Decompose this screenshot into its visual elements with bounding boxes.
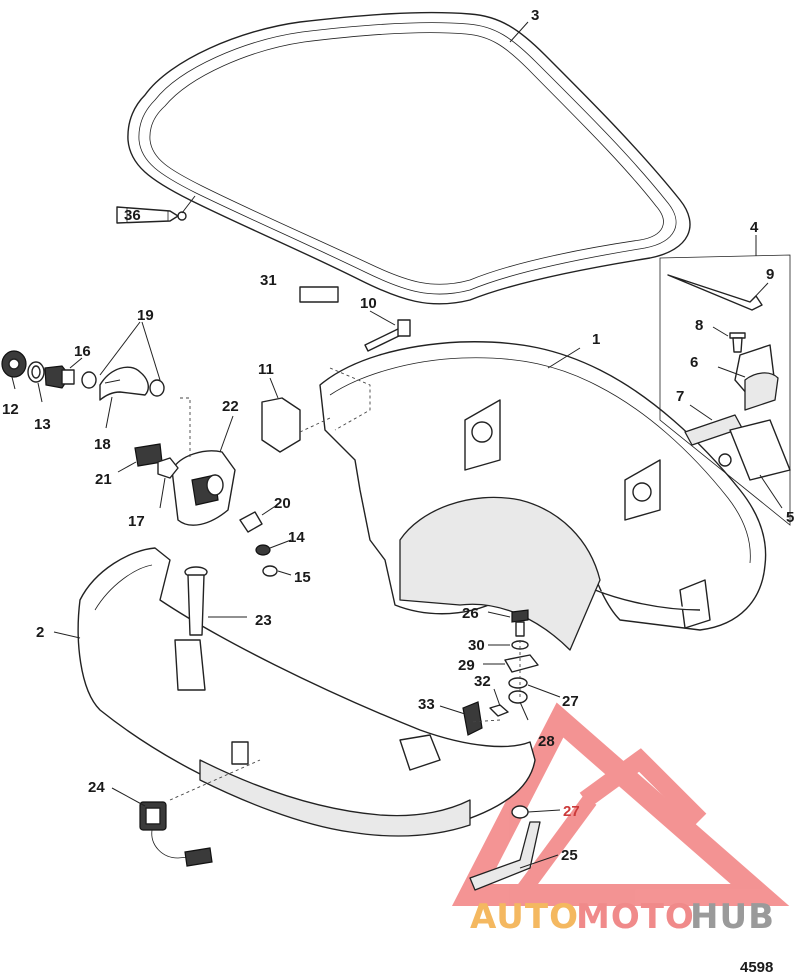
top-cowl-seal: [127, 11, 691, 305]
sealant-tube: 36: [116, 206, 187, 224]
callout-28: 28: [538, 733, 555, 750]
alignment-pin: [184, 566, 208, 636]
callout-26: 26: [462, 605, 479, 622]
latch-hardware: [462, 609, 541, 891]
callout-3: 3: [531, 7, 539, 24]
watermark-text: AUTO MOTO HUB: [470, 897, 775, 937]
callout-22: 22: [222, 398, 239, 415]
decal: [299, 286, 339, 303]
watermark-hub: HUB: [690, 897, 775, 937]
figure-number: 4598: [740, 959, 773, 976]
callout-9: 9: [766, 266, 774, 283]
callout-19: 19: [137, 307, 154, 324]
callout-32: 32: [474, 673, 491, 690]
callout-18: 18: [94, 436, 111, 453]
callout-12: 12: [2, 401, 19, 418]
callout-16: 16: [74, 343, 91, 360]
small-fasteners: [239, 511, 278, 577]
callout-11: 11: [258, 361, 274, 378]
watermark-moto: MOTO: [576, 897, 695, 937]
callout-30: 30: [468, 637, 485, 654]
mount-bracket: [261, 397, 301, 453]
switch-harness: [139, 801, 213, 867]
leader-lines: [11, 21, 783, 869]
callout-1: 1: [592, 331, 600, 348]
callout-7: 7: [676, 388, 684, 405]
inset-box: [659, 254, 791, 526]
callout-10: 10: [360, 295, 377, 312]
bottom-cowl: [77, 547, 536, 837]
callout-24: 24: [88, 779, 105, 796]
callout-17: 17: [128, 513, 145, 530]
callout-2: 2: [36, 624, 44, 641]
callout-13: 13: [34, 416, 51, 433]
callout-29: 29: [458, 657, 475, 674]
callout-14: 14: [288, 529, 305, 546]
guide-lines: [169, 367, 521, 801]
bolt-head: [397, 319, 411, 337]
callout-25: 25: [561, 847, 578, 864]
callout-4: 4: [750, 219, 759, 236]
callout-6: 6: [690, 354, 698, 371]
watermark-auto: AUTO: [470, 897, 579, 937]
callout-21: 21: [95, 471, 112, 488]
callout-33: 33: [418, 696, 435, 713]
latch-assembly: [134, 443, 236, 526]
top-cowl: [319, 341, 767, 651]
fuel-connector-parts: [1, 350, 165, 401]
callout-27b: 27: [563, 803, 580, 820]
tube-label: 36: [124, 207, 141, 224]
callout-5: 5: [786, 509, 794, 526]
callout-15: 15: [294, 569, 311, 586]
callout-8: 8: [695, 317, 703, 334]
callout-20: 20: [274, 495, 291, 512]
callout-labels: 1 2 3 4 5 6 7 8 9 10 11 12 13 14 15 16 1…: [2, 7, 794, 864]
callout-31: 31: [260, 272, 277, 289]
callout-27a: 27: [562, 693, 579, 710]
callout-23: 23: [255, 612, 272, 629]
